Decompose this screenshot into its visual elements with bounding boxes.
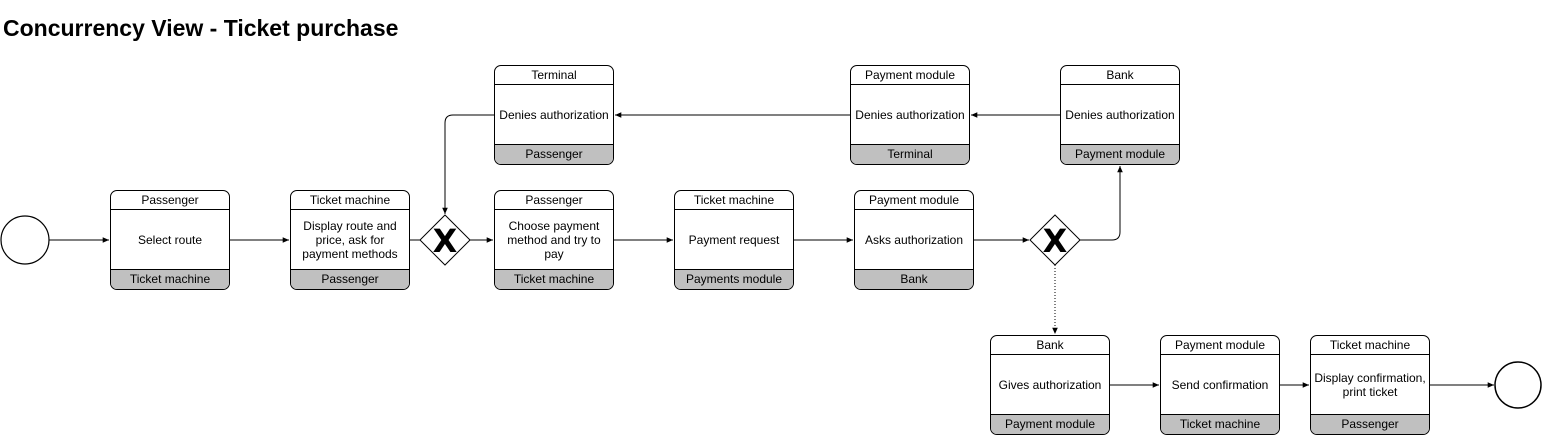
exclusive-gateway-2: X	[1029, 214, 1081, 266]
task-participant: Ticket machine	[291, 191, 409, 210]
task-display-confirmation: Ticket machine Display confirmation, pri…	[1310, 335, 1430, 435]
task-receiver: Payment module	[991, 414, 1109, 434]
task-asks-authorization: Payment module Asks authorization Bank	[854, 190, 974, 290]
task-participant: Ticket machine	[1311, 336, 1429, 355]
task-label: Display confirmation, print ticket	[1314, 370, 1426, 399]
task-payment-module-denies-authorization: Payment module Denies authorization Term…	[850, 65, 970, 165]
task-label: Select route	[137, 232, 203, 247]
task-label: Denies authorization	[499, 107, 609, 122]
task-label: Display route and price, ask for payment…	[302, 218, 398, 261]
task-gives-authorization: Bank Gives authorization Payment module	[990, 335, 1110, 435]
task-label: Choose payment method and try to pay	[507, 218, 601, 261]
task-participant: Payment module	[1161, 336, 1279, 355]
task-participant: Bank	[991, 336, 1109, 355]
task-label: Send confirmation	[1171, 377, 1269, 392]
task-label: Denies authorization	[1065, 107, 1175, 122]
task-receiver: Payment module	[1061, 144, 1179, 164]
task-receiver: Ticket machine	[111, 269, 229, 289]
task-participant: Payment module	[855, 191, 973, 210]
flow-terminal-denies-to-gateway-1	[442, 114, 494, 214]
task-participant: Bank	[1061, 66, 1179, 85]
task-receiver: Ticket machine	[1161, 414, 1279, 434]
start-event	[0, 215, 50, 265]
task-terminal-denies-authorization: Terminal Denies authorization Passenger	[494, 65, 614, 165]
task-label: Gives authorization	[998, 377, 1102, 392]
diagram-title: Concurrency View - Ticket purchase	[3, 15, 399, 41]
svg-text:X: X	[433, 222, 458, 260]
flow-gateway-2-to-bank-denies	[1080, 166, 1123, 241]
task-choose-payment-method: Passenger Choose payment method and try …	[494, 190, 614, 290]
task-select-route: Passenger Select route Ticket machine	[110, 190, 230, 290]
end-event	[1494, 361, 1542, 409]
task-receiver: Terminal	[851, 144, 969, 164]
task-participant: Passenger	[495, 191, 613, 210]
task-receiver: Passenger	[1311, 414, 1429, 434]
svg-text:X: X	[1043, 222, 1068, 260]
task-send-confirmation: Payment module Send confirmation Ticket …	[1160, 335, 1280, 435]
task-receiver: Bank	[855, 269, 973, 289]
task-receiver: Passenger	[291, 269, 409, 289]
task-label: Denies authorization	[855, 107, 965, 122]
task-label: Asks authorization	[864, 232, 964, 247]
task-display-route-and-price: Ticket machine Display route and price, …	[290, 190, 410, 290]
task-receiver: Passenger	[495, 144, 613, 164]
task-participant: Payment module	[851, 66, 969, 85]
task-participant: Terminal	[495, 66, 613, 85]
task-participant: Ticket machine	[675, 191, 793, 210]
task-participant: Passenger	[111, 191, 229, 210]
exclusive-gateway-1: X	[419, 214, 471, 266]
task-payment-request: Ticket machine Payment request Payments …	[674, 190, 794, 290]
task-receiver: Ticket machine	[495, 269, 613, 289]
task-label: Payment request	[688, 232, 780, 247]
task-receiver: Payments module	[675, 269, 793, 289]
task-bank-denies-authorization: Bank Denies authorization Payment module	[1060, 65, 1180, 165]
